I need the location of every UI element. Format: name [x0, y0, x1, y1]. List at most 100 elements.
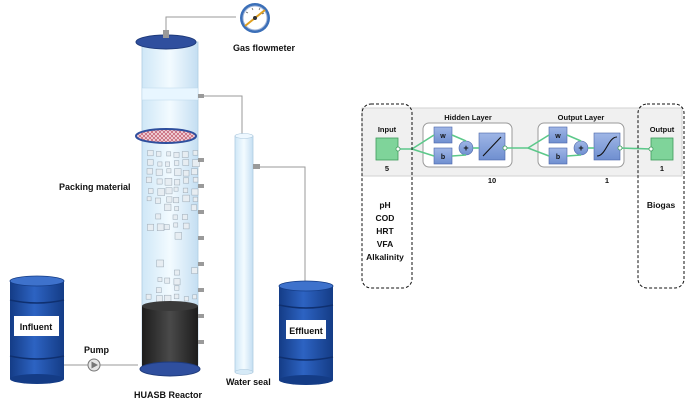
output-count: 1 — [660, 164, 664, 173]
output-weight-symbol: w — [554, 133, 561, 140]
packing-cube — [182, 214, 188, 220]
packing-cube — [146, 168, 153, 175]
input-count: 5 — [385, 164, 389, 173]
packing-cube — [165, 187, 173, 195]
effluent-label: Effluent — [289, 326, 323, 336]
input-label: Input — [378, 125, 397, 134]
packing-cube — [164, 203, 172, 211]
packing-cube — [191, 267, 198, 274]
input-node — [375, 137, 399, 161]
packing-cube — [146, 176, 152, 183]
packing-cube — [192, 294, 197, 300]
packing-cube — [148, 188, 154, 194]
output-layer-count: 1 — [605, 176, 609, 185]
packing-cube — [156, 295, 163, 303]
sampling-port — [198, 340, 204, 344]
sampling-port — [198, 158, 204, 162]
hidden-layer-label: Hidden Layer — [444, 113, 492, 122]
water-zone — [141, 87, 199, 101]
packing-cube — [182, 159, 190, 166]
packing-cube — [173, 278, 181, 286]
effluent-line — [253, 166, 306, 282]
output-group-box — [637, 103, 685, 289]
packing-cube — [182, 170, 190, 177]
packing-cube — [156, 223, 165, 231]
packing-cube — [191, 188, 199, 196]
packing-cube — [174, 232, 182, 240]
output-variable: Biogas — [647, 200, 676, 210]
sampling-port — [198, 262, 204, 266]
sigmoid-transfer-icon — [596, 136, 618, 157]
water-seal-bottom — [234, 369, 254, 375]
gas-line — [165, 16, 236, 36]
packing-cube — [173, 186, 179, 192]
reactor-bottom-cap — [139, 361, 201, 377]
packing-cube — [173, 197, 180, 204]
packing-cube — [156, 259, 164, 268]
mesh-separator — [135, 128, 197, 144]
packing-cube — [164, 294, 172, 303]
packing-cube — [166, 151, 172, 157]
packing-cube — [147, 159, 154, 166]
packing-cube — [157, 161, 163, 167]
sampling-port — [198, 210, 204, 214]
packing-cube — [157, 188, 165, 196]
input-group-box — [361, 103, 413, 289]
sludge-top — [142, 301, 198, 311]
packing-cube — [192, 196, 198, 202]
packing-cube — [146, 196, 152, 202]
packing-cube — [174, 285, 180, 291]
packing-cube — [156, 178, 163, 185]
neural-network-diagram: Input 5 Hidden Layer w b + 10 Output Lay… — [361, 103, 685, 289]
sludge-bed — [142, 306, 198, 369]
packing-cube — [166, 196, 173, 203]
packing-cube — [190, 204, 197, 211]
sampling-port — [198, 288, 204, 292]
input-variable: pH — [379, 200, 390, 210]
packing-cube — [182, 194, 190, 203]
packing-cube — [173, 293, 180, 300]
hidden-sum-symbol: + — [463, 143, 468, 153]
reactor-name-label: HUASB Reactor — [134, 390, 203, 400]
packing-cube — [147, 223, 154, 231]
packing-cube — [155, 213, 162, 220]
pump-label: Pump — [84, 345, 110, 355]
packing-cube — [174, 179, 181, 186]
packing-cube — [155, 168, 163, 176]
sampling-port — [198, 236, 204, 240]
output-label: Output — [650, 125, 675, 134]
sampling-port — [198, 314, 204, 318]
influent-drum — [9, 275, 65, 384]
gas-flowmeter-icon — [240, 3, 270, 33]
packing-cube — [156, 151, 162, 157]
hidden-count: 10 — [488, 176, 496, 185]
packing-cube — [192, 159, 200, 167]
packing-cube — [166, 168, 172, 174]
packing-material-label: Packing material — [59, 182, 131, 192]
network-panel — [361, 107, 683, 177]
packing-cube — [183, 296, 189, 302]
reactor-top-valve — [163, 30, 169, 38]
input-variable: Alkalinity — [366, 252, 404, 262]
sampling-port — [198, 184, 204, 188]
output-layer-label: Output Layer — [558, 113, 605, 122]
packing-cube — [183, 177, 189, 184]
linear-transfer-icon — [482, 136, 502, 157]
effluent-drum — [278, 280, 334, 385]
packing-cube — [155, 197, 161, 204]
packing-cube — [173, 152, 180, 158]
gas-flowmeter-label: Gas flowmeter — [233, 43, 296, 53]
input-variable-list: pH COD HRT VFA Alkalinity — [366, 200, 404, 262]
pump-icon — [87, 358, 101, 372]
hidden-bias-symbol: b — [441, 154, 445, 161]
reactor-setup: Gas flowmeter Packing material HUASB Rea… — [9, 3, 334, 400]
connection-dots — [395, 145, 654, 152]
packing-cube — [172, 214, 178, 220]
input-variable: VFA — [377, 239, 394, 249]
packing-cubes — [145, 150, 200, 303]
packing-cube — [163, 224, 170, 230]
packing-cube — [157, 277, 163, 282]
packing-cube — [174, 206, 179, 211]
packing-cube — [164, 277, 171, 284]
packing-cube — [182, 187, 189, 193]
